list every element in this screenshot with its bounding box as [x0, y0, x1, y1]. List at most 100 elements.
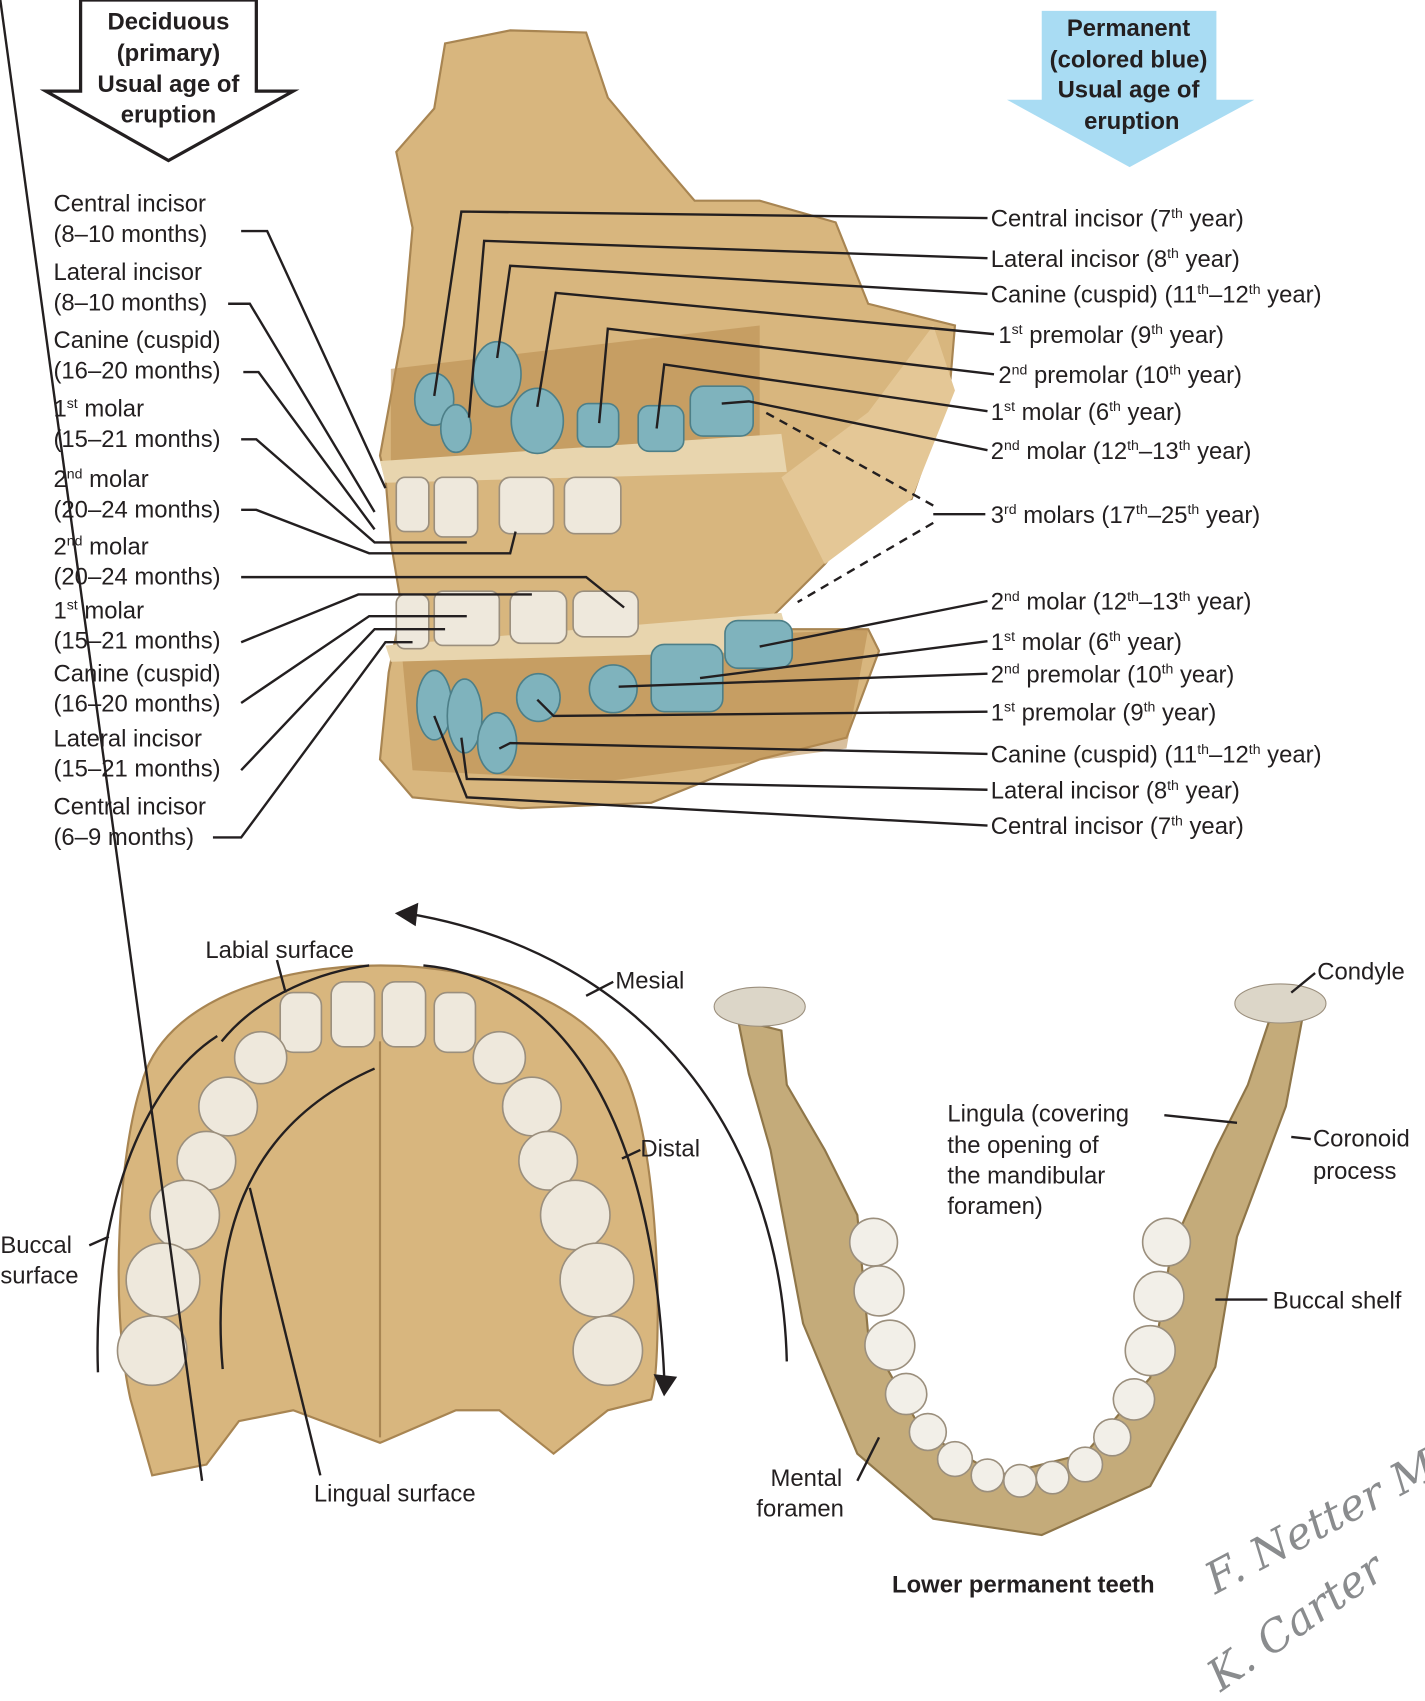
- superscript: st: [1004, 398, 1015, 414]
- label-text: year): [1199, 502, 1260, 529]
- label-text: molar (12: [1020, 438, 1127, 465]
- label-text: 2: [998, 362, 1011, 389]
- superscript: st: [67, 395, 78, 411]
- superscript: nd: [1004, 437, 1020, 453]
- permanent-labels: Central incisor (7th year)Lateral inciso…: [991, 205, 1322, 840]
- permanent-tooth-label: Canine (cuspid) (11th–12th year): [991, 741, 1322, 769]
- label-text: year): [1261, 282, 1322, 309]
- label-text: –12: [1209, 282, 1249, 309]
- deciduous-eruption-age: (16–20 months): [53, 691, 220, 718]
- deciduous-eruption-age: (8–10 months): [53, 289, 207, 316]
- superscript: th: [1127, 437, 1139, 453]
- labial-surface-label: Labial surface: [205, 937, 354, 964]
- label-text: 1: [991, 699, 1004, 726]
- label-text: year): [1179, 777, 1240, 804]
- deciduous-header-line: Usual age of: [98, 71, 240, 98]
- buccal-shelf-label: Buccal shelf: [1273, 1287, 1402, 1314]
- mental-foramen-label-1: Mental: [771, 1465, 843, 1492]
- mesial-label: Mesial: [615, 967, 684, 994]
- permanent-tooth-label: 1st molar (6th year): [991, 628, 1182, 656]
- superscript: th: [1144, 699, 1156, 715]
- deciduous-eruption-age: (15–21 months): [53, 756, 220, 783]
- label-text: molar: [78, 396, 144, 423]
- buccal-surface-label-1: Buccal: [0, 1232, 72, 1259]
- deciduous-tooth-name: Central incisor: [53, 794, 206, 821]
- superscript: th: [1169, 361, 1181, 377]
- superscript: nd: [1012, 361, 1028, 377]
- label-text: year): [1155, 699, 1216, 726]
- permanent-tooth-label: 1st molar (6th year): [991, 398, 1182, 426]
- superscript: th: [1249, 281, 1261, 297]
- label-text: 3: [991, 502, 1004, 529]
- superscript: rd: [1004, 501, 1017, 517]
- superscript: th: [1167, 777, 1179, 793]
- permanent-tooth-label: 2nd premolar (10th year): [998, 361, 1242, 389]
- permanent-tooth-label: 1st premolar (9th year): [998, 321, 1224, 349]
- label-text: 2: [991, 589, 1004, 616]
- condyle-label: Condyle: [1317, 959, 1405, 986]
- label-text: Canine (cuspid) (11: [991, 282, 1197, 309]
- deciduous-tooth-name: 2nd molar: [53, 533, 148, 561]
- deciduous-tooth-name: Canine (cuspid): [53, 327, 220, 354]
- label-text: –25: [1148, 502, 1188, 529]
- label-text: year): [1179, 246, 1240, 273]
- signature-netter: F. Netter M.D.: [1196, 1412, 1425, 1604]
- label-text: 1: [991, 629, 1004, 656]
- superscript: nd: [1004, 661, 1020, 677]
- label-text: year): [1261, 742, 1322, 769]
- permanent-header-line: eruption: [1084, 108, 1179, 135]
- permanent-tooth-label: 3rd molars (17th–25th year): [991, 501, 1261, 529]
- label-text: year): [1121, 399, 1182, 426]
- label-text: molar (12: [1020, 589, 1127, 616]
- superscript: st: [1004, 628, 1015, 644]
- deciduous-eruption-age: (20–24 months): [53, 564, 220, 591]
- mandible-illustration: [713, 983, 1327, 1537]
- label-text: Central incisor (7: [991, 813, 1171, 840]
- label-text: year): [1183, 206, 1244, 233]
- superscript: th: [1197, 281, 1209, 297]
- label-text: Lateral incisor (8: [991, 777, 1167, 804]
- label-text: year): [1183, 813, 1244, 840]
- label-text: 2: [53, 533, 66, 560]
- label-text: 1: [998, 322, 1011, 349]
- deciduous-tooth-name: Lateral incisor: [53, 725, 202, 752]
- superscript: th: [1167, 245, 1179, 261]
- deciduous-tooth-name: Central incisor: [53, 191, 206, 218]
- lingual-surface-label: Lingual surface: [314, 1480, 476, 1507]
- deciduous-tooth-name: 1st molar: [53, 597, 144, 625]
- superscript: th: [1127, 588, 1139, 604]
- label-text: year): [1121, 629, 1182, 656]
- deciduous-eruption-age: (20–24 months): [53, 496, 220, 523]
- label-text: Canine (cuspid) (11: [991, 742, 1197, 769]
- superscript: st: [1004, 699, 1015, 715]
- mandible-leader-lines: [856, 972, 1316, 1482]
- permanent-tooth-label: Central incisor (7th year): [991, 205, 1244, 233]
- permanent-header-line: Permanent: [1067, 15, 1190, 42]
- label-text: molar: [82, 533, 148, 560]
- superscript: nd: [67, 465, 83, 481]
- lingula-label-4: foramen): [947, 1193, 1042, 1220]
- label-text: 2: [991, 661, 1004, 688]
- lingula-label-2: the opening of: [947, 1132, 1099, 1159]
- label-text: year): [1163, 322, 1224, 349]
- superscript: th: [1179, 588, 1191, 604]
- label-text: premolar (10: [1020, 661, 1162, 688]
- mental-foramen-label-2: foramen: [756, 1496, 844, 1523]
- permanent-tooth-label: Central incisor (7th year): [991, 813, 1244, 841]
- lingula-label-1: Lingula (covering: [947, 1101, 1129, 1128]
- deciduous-eruption-age: (15–21 months): [53, 628, 220, 655]
- label-text: Lateral incisor (8: [991, 246, 1167, 273]
- label-text: 1: [53, 396, 66, 423]
- distal-label: Distal: [640, 1135, 700, 1162]
- label-text: molars (17: [1017, 502, 1136, 529]
- buccal-surface-label-2: surface: [0, 1262, 78, 1289]
- label-text: year): [1173, 661, 1234, 688]
- lateral-jaw-illustration: [378, 29, 957, 810]
- superscript: th: [1171, 205, 1183, 221]
- permanent-header-arrow: Permanent(colored blue)Usual age oferupt…: [1007, 10, 1255, 168]
- permanent-tooth-label: 1st premolar (9th year): [991, 699, 1217, 727]
- superscript: th: [1188, 501, 1200, 517]
- superscript: th: [1109, 398, 1121, 414]
- label-text: 1: [53, 597, 66, 624]
